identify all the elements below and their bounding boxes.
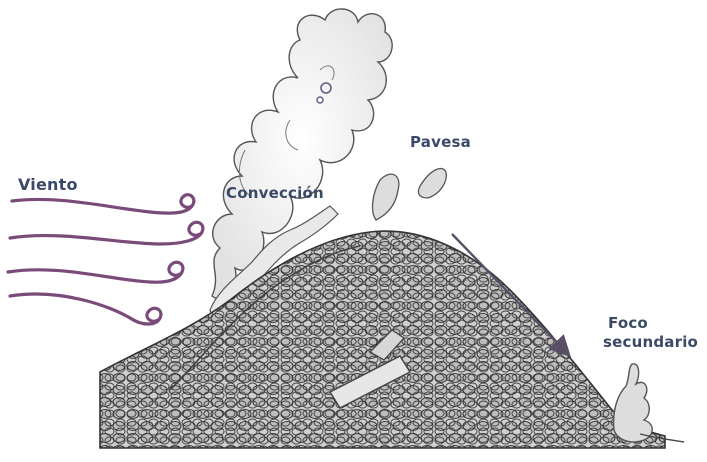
label-secondary-fire-line2: secundario — [603, 333, 698, 351]
ember-particles — [373, 168, 447, 220]
label-convection: Convección — [226, 184, 324, 202]
label-wind: Viento — [18, 175, 78, 194]
wind-lines — [8, 195, 203, 324]
label-secondary-fire-line1: Foco — [608, 314, 648, 332]
secondary-fire-focus — [614, 364, 684, 442]
label-ember: Pavesa — [410, 133, 471, 151]
